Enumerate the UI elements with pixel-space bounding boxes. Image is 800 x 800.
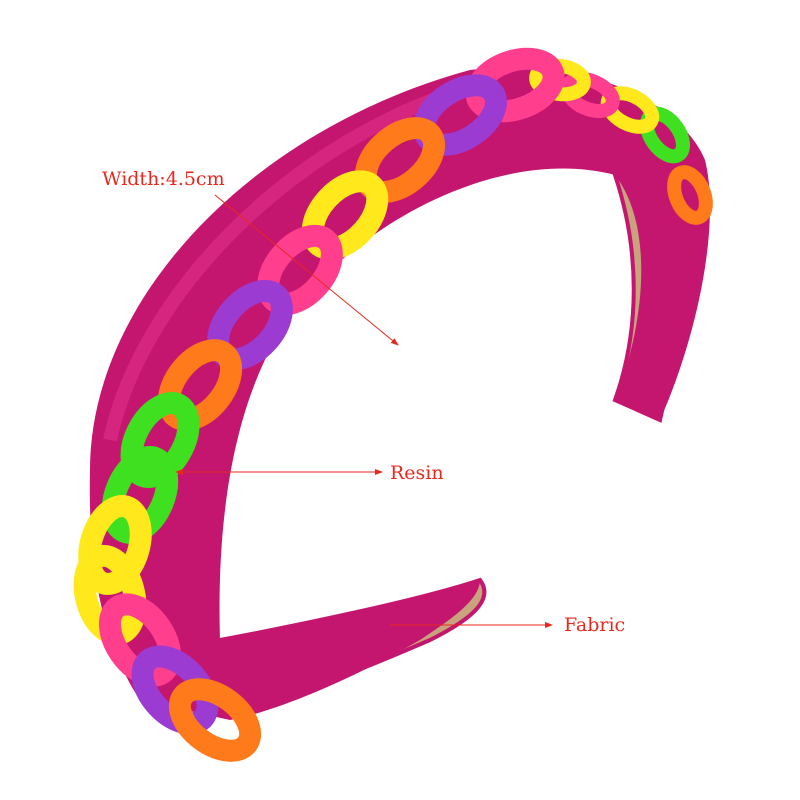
chain-link	[465, 47, 565, 123]
chain-link	[667, 165, 713, 225]
chain-link	[560, 72, 620, 118]
resin-chain	[73, 47, 713, 762]
width-label: Width:4.5cm	[102, 168, 225, 190]
chain-link	[157, 339, 243, 431]
width-arrow	[214, 194, 399, 346]
chain-link	[168, 678, 262, 762]
headband-highlight	[103, 83, 463, 442]
chain-link	[131, 645, 219, 735]
chain-link	[78, 495, 152, 595]
headband-body	[89, 67, 710, 721]
chain-link	[120, 392, 200, 488]
chain-link	[98, 593, 182, 687]
fabric-label: Fabric	[564, 614, 626, 636]
chain-link	[101, 446, 179, 544]
resin-label: Resin	[390, 462, 444, 484]
